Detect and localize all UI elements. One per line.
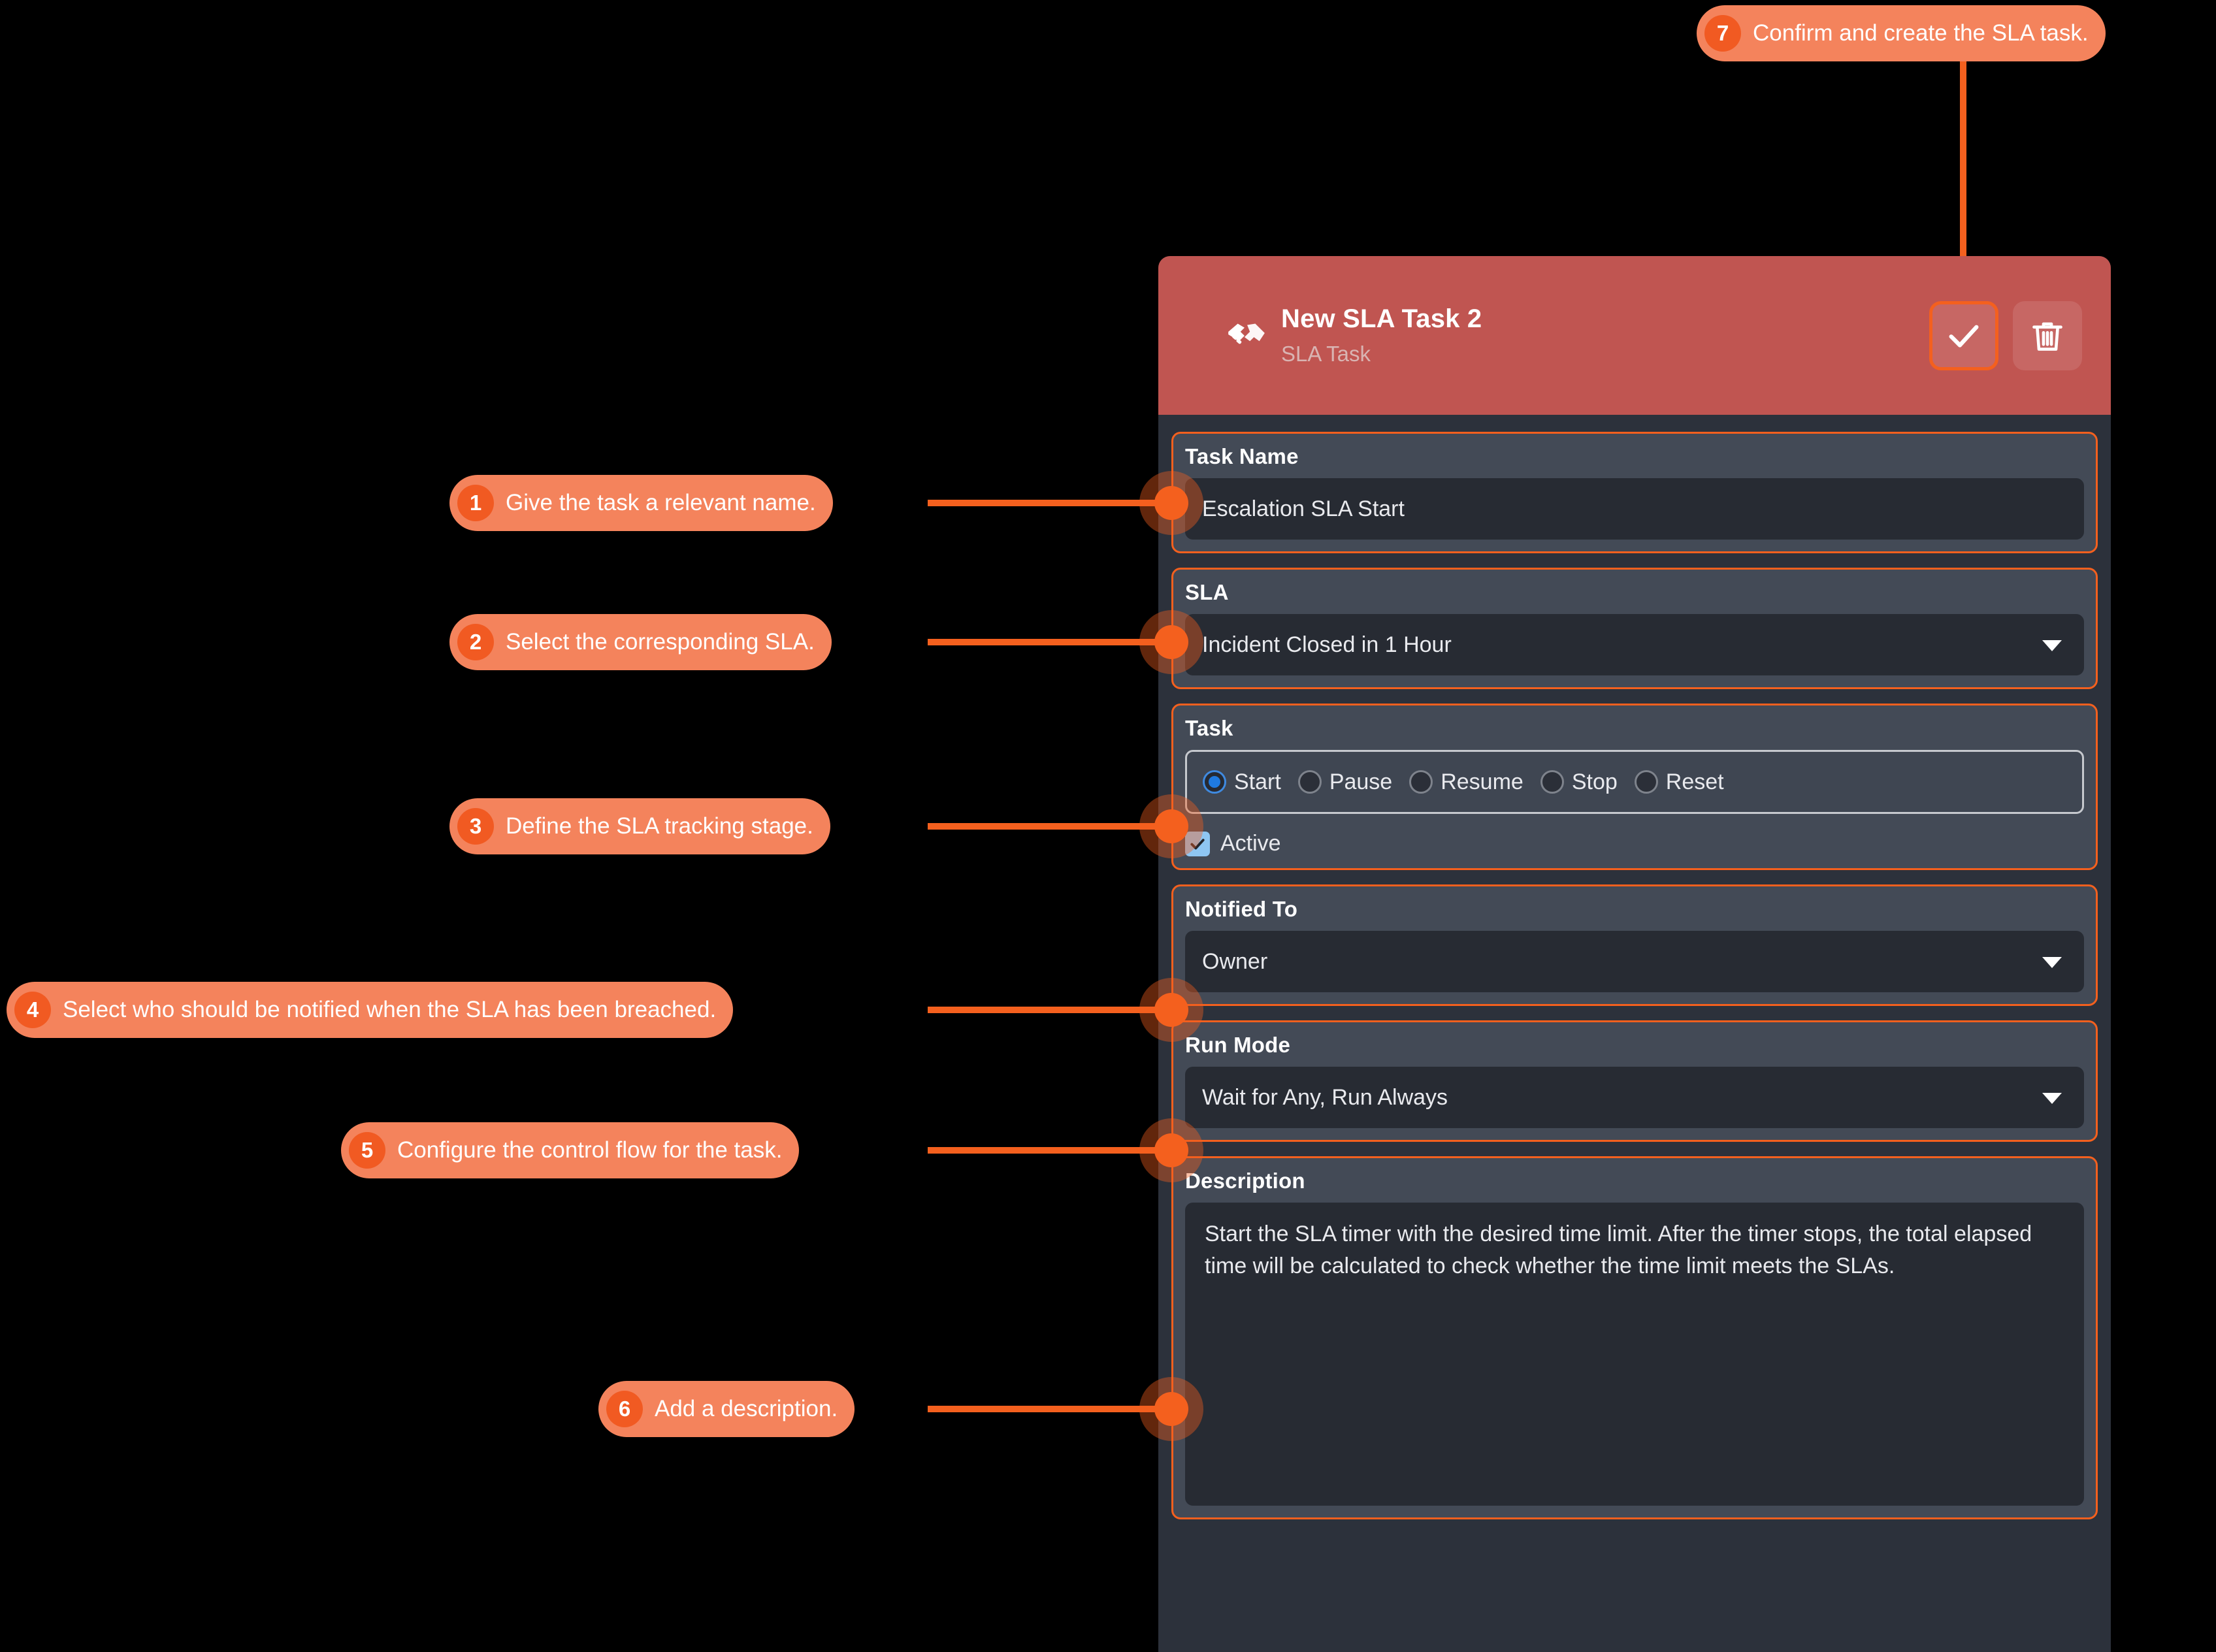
notified-to-select[interactable]: Owner (1185, 931, 2084, 992)
label-description: Description (1185, 1169, 1305, 1193)
panel-title: New SLA Task 2 (1281, 304, 1482, 333)
radio-dot-reset[interactable] (1634, 770, 1658, 794)
run-mode-select[interactable]: Wait for Any, Run Always (1185, 1067, 2084, 1128)
connector-line-5 (928, 1147, 1179, 1154)
radio-dot-pause[interactable] (1297, 770, 1322, 794)
callout-text: Select the corresponding SLA. (506, 629, 815, 655)
panel-subtitle: SLA Task (1281, 342, 1371, 366)
check-icon (1190, 838, 1205, 849)
label-run-mode: Run Mode (1185, 1033, 1291, 1057)
callout-4: 4 Select who should be notified when the… (7, 982, 734, 1038)
field-group-description: Description Start the SLA timer with the… (1171, 1156, 2098, 1519)
radio-start[interactable]: Start (1203, 769, 1281, 795)
callout-6: 6 Add a description. (598, 1381, 855, 1437)
label-notified-to: Notified To (1185, 897, 1298, 921)
task-name-input[interactable]: Escalation SLA Start (1185, 478, 2084, 540)
connector-dot-5 (1154, 1133, 1188, 1167)
connector-dot-2 (1154, 625, 1188, 659)
confirm-button[interactable] (1929, 300, 1998, 370)
radio-label-reset: Reset (1665, 769, 1724, 794)
check-icon (1949, 325, 1979, 348)
field-group-run-mode: Run Mode Wait for Any, Run Always (1171, 1020, 2098, 1142)
field-group-notified-to: Notified To Owner (1171, 884, 2098, 1006)
field-group-task: Task Start Pause Resume (1171, 704, 2098, 870)
connector-line-1 (928, 500, 1179, 506)
callout-text: Give the task a relevant name. (506, 490, 816, 515)
connector-line-3 (928, 823, 1179, 830)
callout-number: 3 (457, 808, 494, 845)
radio-dot-start[interactable] (1203, 770, 1226, 794)
callout-number: 1 (457, 485, 494, 521)
handshake-icon (1221, 311, 1271, 361)
connector-dot-3 (1154, 809, 1188, 843)
radio-stop[interactable]: Stop (1540, 769, 1618, 795)
callout-number: 7 (1704, 15, 1741, 52)
label-sla: SLA (1185, 580, 1229, 604)
connector-line-2 (928, 639, 1179, 645)
label-task: Task (1185, 716, 1233, 740)
callout-3: 3 Define the SLA tracking stage. (449, 798, 830, 854)
delete-button[interactable] (2013, 300, 2082, 370)
radio-resume[interactable]: Resume (1409, 769, 1524, 795)
connector-dot-1 (1154, 486, 1188, 520)
field-group-task-name: Task Name Escalation SLA Start (1171, 432, 2098, 553)
sla-select[interactable]: Incident Closed in 1 Hour (1185, 614, 2084, 675)
field-group-sla: SLA Incident Closed in 1 Hour (1171, 568, 2098, 689)
connector-line-7 (1960, 61, 1966, 297)
label-task-name: Task Name (1185, 444, 1299, 468)
task-radio-group: Start Pause Resume Stop (1185, 750, 2084, 814)
radio-label-pause: Pause (1329, 769, 1393, 794)
callout-2: 2 Select the corresponding SLA. (449, 614, 832, 670)
active-label: Active (1220, 831, 1281, 856)
radio-dot-stop[interactable] (1540, 770, 1564, 794)
connector-dot-4 (1154, 993, 1188, 1027)
radio-label-start: Start (1234, 769, 1281, 794)
trash-icon (2032, 322, 2062, 351)
header-actions (1929, 300, 2082, 370)
active-checkbox-row[interactable]: Active (1185, 831, 2084, 856)
callout-number: 5 (349, 1132, 385, 1169)
panel-body: Task Name Escalation SLA Start SLA Incid… (1158, 415, 2111, 1519)
callout-text: Configure the control flow for the task. (397, 1137, 783, 1163)
radio-reset[interactable]: Reset (1634, 769, 1724, 795)
callout-1: 1 Give the task a relevant name. (449, 475, 833, 531)
callout-number: 4 (14, 992, 51, 1028)
connector-line-6 (928, 1406, 1179, 1412)
callout-text: Select who should be notified when the S… (63, 997, 717, 1022)
callout-text: Confirm and create the SLA task. (1753, 20, 2089, 46)
description-textarea[interactable]: Start the SLA timer with the desired tim… (1185, 1203, 2084, 1506)
sla-task-panel: New SLA Task 2 SLA Task (1158, 256, 2111, 1652)
active-checkbox[interactable] (1185, 831, 1210, 856)
callout-5: 5 Configure the control flow for the tas… (341, 1122, 800, 1178)
header-text-block: New SLA Task 2 SLA Task (1281, 304, 1929, 366)
callout-text: Define the SLA tracking stage. (506, 813, 813, 839)
connector-dot-6 (1154, 1392, 1188, 1426)
radio-label-stop: Stop (1571, 769, 1618, 794)
radio-label-resume: Resume (1441, 769, 1524, 794)
callout-text: Add a description. (655, 1396, 838, 1421)
connector-line-4 (928, 1007, 1179, 1013)
callout-number: 2 (457, 624, 494, 660)
panel-header: New SLA Task 2 SLA Task (1158, 256, 2111, 415)
radio-pause[interactable]: Pause (1297, 769, 1393, 795)
radio-dot-resume[interactable] (1409, 770, 1433, 794)
callout-7: 7 Confirm and create the SLA task. (1697, 5, 2106, 61)
callout-number: 6 (606, 1391, 643, 1427)
